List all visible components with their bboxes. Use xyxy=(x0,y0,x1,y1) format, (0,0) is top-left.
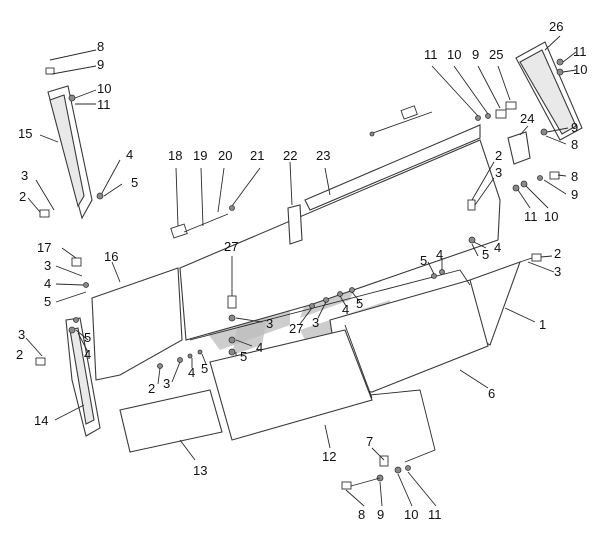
callout-11-top: 11 xyxy=(424,47,438,62)
callout-13: 13 xyxy=(193,463,208,478)
callout-2-mid: 2 xyxy=(148,381,156,396)
callout-12: 12 xyxy=(322,449,337,464)
callout-11: 11 xyxy=(97,97,111,112)
part-26-bracket xyxy=(515,35,583,141)
callout-3-left: 3 xyxy=(44,258,52,273)
callout-10-bottom: 10 xyxy=(404,507,419,522)
parts-18-21-rod-assembly xyxy=(170,167,261,239)
callout-16: 16 xyxy=(104,249,119,264)
callout-5: 5 xyxy=(131,175,139,190)
part-16-panel xyxy=(91,261,183,381)
callout-4-center: 4 xyxy=(256,340,264,355)
part-24-hinge xyxy=(507,125,531,165)
callout-14: 14 xyxy=(34,413,49,428)
callout-23: 23 xyxy=(316,148,331,163)
callout-11-mid: 11 xyxy=(524,209,538,224)
callout-2-right: 2 xyxy=(495,148,503,163)
fasteners xyxy=(25,49,577,507)
callout-24: 24 xyxy=(520,111,535,126)
callout-11-right: 11 xyxy=(573,44,587,59)
callout-8-right: 8 xyxy=(571,137,579,152)
callout-4-mid: 4 xyxy=(188,365,196,380)
callout-17: 17 xyxy=(37,240,52,255)
callout-1: 1 xyxy=(539,317,547,332)
callout-4-b: 4 xyxy=(342,302,350,317)
top-hinge-rod xyxy=(369,105,433,137)
part-13-bottom-panel xyxy=(119,389,223,461)
frame-rails xyxy=(189,269,471,463)
callout-3-center: 3 xyxy=(266,316,274,331)
callout-8-bottom: 8 xyxy=(358,507,366,522)
callout-20: 20 xyxy=(218,148,233,163)
callout-25: 25 xyxy=(489,47,504,62)
callout-10-mid: 10 xyxy=(544,209,559,224)
callout-4-right-mid: 4 xyxy=(436,247,444,262)
callout-27-b: 27 xyxy=(289,321,304,336)
callout-5-lower-left: 5 xyxy=(84,330,92,345)
part-14-bracket xyxy=(54,317,101,437)
callout-8: 8 xyxy=(97,39,105,54)
callout-8-mid: 8 xyxy=(571,169,579,184)
callout-3-b: 3 xyxy=(312,315,320,330)
callout-10-top: 10 xyxy=(447,47,462,62)
callout-4-left: 4 xyxy=(44,276,52,291)
callout-3-right: 3 xyxy=(495,165,503,180)
callout-6: 6 xyxy=(488,386,496,401)
callout-18: 18 xyxy=(168,148,183,163)
callout-9: 9 xyxy=(97,57,105,72)
part-22-strip xyxy=(287,161,303,245)
callout-5-right-mid: 5 xyxy=(420,253,428,268)
callout-7: 7 xyxy=(366,434,374,449)
callout-4-lower-left: 4 xyxy=(84,347,92,362)
callout-4-right-b: 4 xyxy=(494,240,502,255)
callout-10: 10 xyxy=(97,81,112,96)
callout-21: 21 xyxy=(250,148,265,163)
callout-10-right: 10 xyxy=(573,62,588,77)
callout-5-b: 5 xyxy=(356,296,364,311)
callout-3-mid: 3 xyxy=(163,376,171,391)
callout-5-right-b: 5 xyxy=(482,247,490,262)
callout-9-top: 9 xyxy=(472,47,480,62)
part-15-side-panel xyxy=(39,85,93,220)
callout-19: 19 xyxy=(193,148,208,163)
callout-3-far-right: 3 xyxy=(554,264,562,279)
callout-3-lower-left: 3 xyxy=(18,327,26,342)
callout-5-left: 5 xyxy=(44,294,52,309)
callout-4: 4 xyxy=(126,147,134,162)
part-23-top-cover xyxy=(179,124,501,341)
callout-5-center: 5 xyxy=(240,349,248,364)
part-12-bottom-panel xyxy=(209,329,373,449)
callout-15: 15 xyxy=(18,126,33,141)
callout-3: 3 xyxy=(21,168,29,183)
callout-2-far-right: 2 xyxy=(554,246,562,261)
callout-5-mid: 5 xyxy=(201,361,209,376)
callout-27: 27 xyxy=(224,239,239,254)
callout-11-bottom: 11 xyxy=(428,507,442,522)
callout-2-lower-left: 2 xyxy=(16,347,24,362)
callout-22: 22 xyxy=(283,148,298,163)
callout-9-mid: 9 xyxy=(571,187,579,202)
callout-9-bottom: 9 xyxy=(377,507,385,522)
callout-9-right: 9 xyxy=(571,120,579,135)
callout-26: 26 xyxy=(549,19,564,34)
callout-2: 2 xyxy=(19,189,27,204)
